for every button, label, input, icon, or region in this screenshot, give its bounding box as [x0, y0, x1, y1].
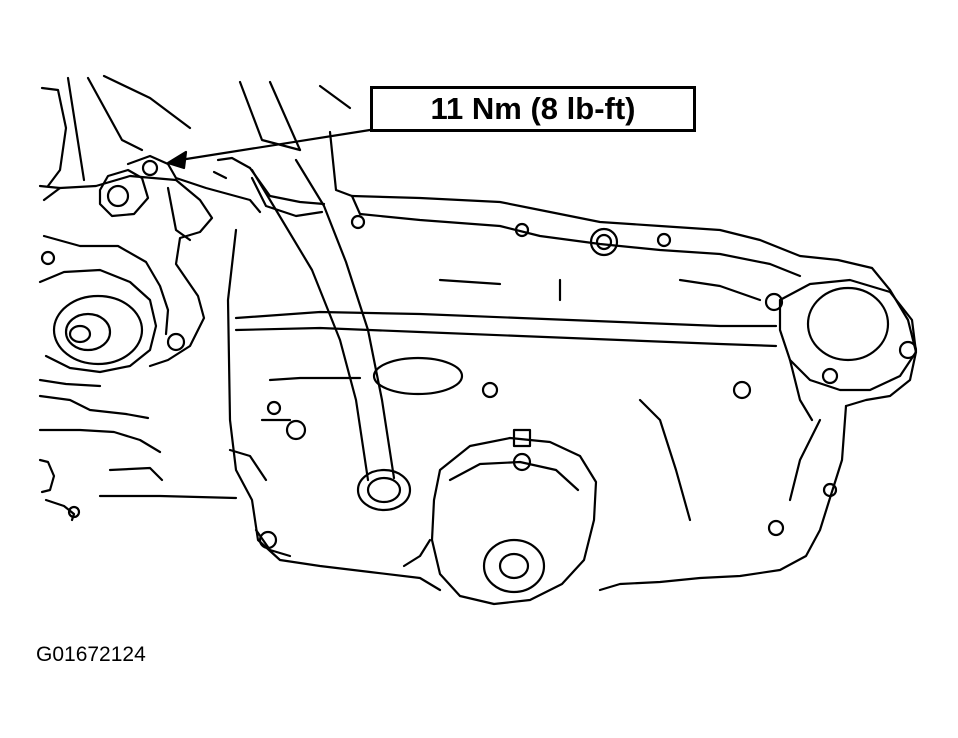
left-housing	[38, 174, 238, 522]
callout-leader	[166, 128, 372, 170]
mounting-bracket	[98, 154, 262, 242]
case-oval-recess	[372, 356, 464, 396]
filler-tube	[248, 158, 412, 512]
torque-callout: 11 Nm (8 lb-ft)	[370, 86, 696, 132]
case-bolts	[258, 214, 918, 550]
transmission-case	[226, 194, 918, 592]
figure-id: G01672124	[36, 643, 146, 666]
lower-output-flange	[402, 436, 598, 606]
engine-frame-lines	[38, 74, 354, 198]
torque-label: 11 Nm (8 lb-ft)	[430, 91, 636, 126]
right-output-flange	[778, 278, 918, 422]
